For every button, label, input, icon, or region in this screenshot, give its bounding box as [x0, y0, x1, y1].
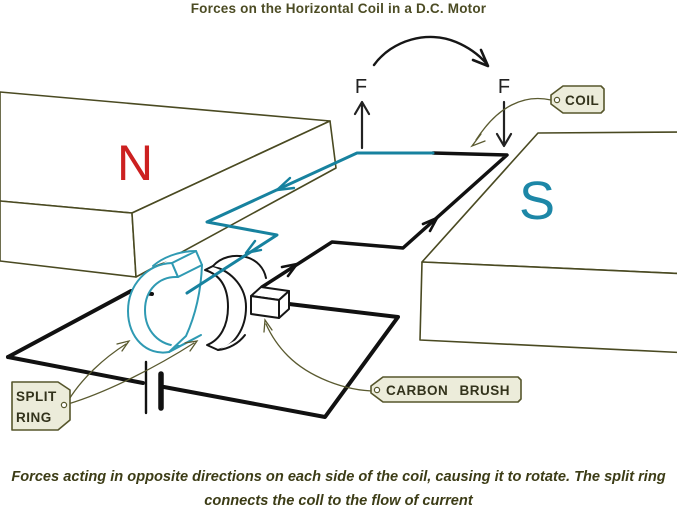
split-ring-tag-label-line2: RING	[16, 410, 52, 425]
circuit-wire-right	[162, 302, 400, 419]
rotation-arrow	[372, 35, 490, 68]
split-ring-teal-half	[127, 250, 203, 354]
coil-teal-side	[185, 151, 435, 295]
force-label-right: F	[498, 76, 510, 98]
circuit-wire-front-left	[6, 355, 145, 385]
carbon-brush-tag-body	[370, 376, 522, 403]
split-ring-tag-hole	[60, 401, 68, 409]
coil-tag: COIL	[550, 85, 605, 114]
carbon-brush-leader-head	[263, 318, 273, 333]
split-ring-black-half	[204, 254, 267, 351]
force-right: F	[495, 76, 513, 148]
split-ring-leader-a-head	[116, 339, 131, 352]
current-arrow-teal-upper	[275, 176, 296, 192]
carbon-brush-tag: CARBON BRUSH	[370, 376, 522, 403]
coil-wire-teal	[185, 151, 435, 295]
current-arrow-black-lower	[280, 262, 299, 278]
black-half-front-face	[204, 265, 247, 351]
south-magnet-top-face	[421, 131, 677, 275]
current-arrow-black-upper	[421, 216, 439, 233]
carbon-brush-tag-label: CARBON BRUSH	[386, 383, 510, 398]
split-ring-commutator	[127, 250, 267, 354]
rotation-arrow-arc	[372, 35, 488, 67]
carbon-brush-leader	[265, 323, 377, 392]
carbon-brush-cube	[250, 286, 290, 319]
force-label-left: F	[355, 76, 367, 98]
split-ring-tag: SPLIT RING	[11, 381, 71, 431]
south-magnet-front-face	[419, 261, 677, 354]
force-arrow-up	[353, 100, 371, 150]
north-pole-letter: N	[117, 135, 153, 191]
teal-half-back-arc	[152, 250, 197, 267]
split-ring-leader-b-head	[184, 340, 199, 352]
coil-tag-body	[550, 85, 605, 114]
coil-wire-black	[260, 151, 509, 289]
split-ring-tag-label-line1: SPLIT	[16, 389, 57, 404]
north-magnet: N	[0, 91, 337, 278]
north-magnet-front-face	[0, 200, 137, 278]
caption-line-2: connects the coll to the flow of current	[204, 492, 473, 509]
south-pole-letter: S	[519, 171, 555, 231]
rotation-arrow-head	[471, 48, 490, 68]
leader-lines	[67, 97, 552, 405]
caption-line-1: Forces acting in opposite directions on …	[11, 469, 666, 485]
teal-half-inner-surface	[168, 264, 203, 353]
coil-leader-arrowhead	[470, 133, 486, 148]
black-half-back-arc	[212, 254, 267, 279]
split-ring-leader-b	[67, 342, 195, 405]
coil-leader-line	[475, 97, 552, 141]
current-arrow-teal-lower	[244, 239, 263, 255]
black-half-bottom-arc	[217, 334, 246, 351]
brush-cube-right	[278, 290, 290, 319]
diagram-title: Forces on the Horizontal Coil in a D.C. …	[190, 1, 487, 16]
split-ring-tag-body	[11, 381, 71, 431]
coil-black-side	[260, 151, 509, 289]
carbon-brush-tag-hole	[373, 386, 381, 394]
coil-tag-hole	[553, 96, 561, 104]
south-magnet: S	[419, 131, 677, 354]
brush-cube-front	[250, 295, 280, 319]
split-ring-leader-a	[67, 343, 127, 402]
figure-caption: Forces acting in opposite directions on …	[0, 466, 677, 513]
coil-tag-label: COIL	[565, 93, 599, 108]
north-magnet-end-face	[131, 120, 337, 278]
force-left: F	[353, 76, 371, 150]
